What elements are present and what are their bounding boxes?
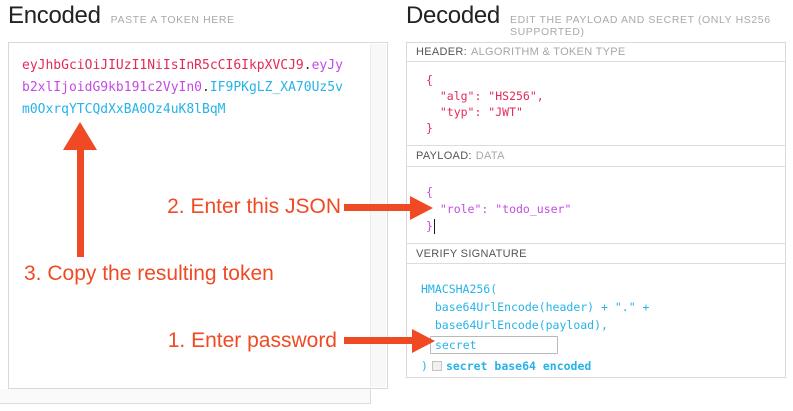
annotation-step3-arrow-head-icon	[63, 122, 97, 150]
verify-label-strong: VERIFY SIGNATURE	[416, 247, 527, 260]
annotation-step3-text: 3. Copy the resulting token	[24, 262, 274, 285]
payload-section-label: PAYLOAD: DATA	[407, 146, 785, 167]
annotation-step1-arrow-head-icon	[412, 329, 435, 353]
header-label-strong: HEADER:	[416, 46, 467, 58]
encoded-token-editor[interactable]: eyJhbGciOiJIUzI1NiIsInR5cCI6IkpXVCJ9.eyJ…	[8, 42, 388, 389]
horizontal-scrollbar-track[interactable]	[0, 389, 371, 404]
signature-close-row: ) secret base64 encoded	[407, 359, 785, 373]
header-label-light: ALGORITHM & TOKEN TYPE	[471, 46, 626, 58]
secret-input[interactable]	[430, 336, 558, 354]
annotation-step2-text: 2. Enter this JSON	[167, 195, 341, 218]
jwt-header-part: eyJhbGciOiJIUzI1NiIsInR5cCI6IkpXVCJ9	[22, 58, 304, 73]
verify-section-label: VERIFY SIGNATURE	[407, 244, 785, 264]
annotation-step2-arrow-shaft	[344, 204, 411, 211]
signature-area: HMACSHA256( base64UrlEncode(header) + ".…	[407, 264, 785, 377]
payload-json-editor[interactable]: { "role": "todo_user" }	[407, 167, 785, 244]
jwt-signature-part: IF9PKgLZ_XA70Uz5vm0OxrqYTCQdXxBA0Oz4uK8l…	[22, 80, 343, 117]
annotation-step1-text: 1. Enter password	[167, 329, 337, 352]
jwt-separator-dot: .	[202, 80, 210, 95]
text-cursor	[434, 219, 435, 234]
payload-label-strong: PAYLOAD:	[416, 150, 472, 162]
token-box-scrollbar[interactable]	[370, 44, 386, 387]
jwt-separator-dot: .	[303, 58, 312, 73]
jwt-token-text[interactable]: eyJhbGciOiJIUzI1NiIsInR5cCI6IkpXVCJ9.eyJ…	[22, 55, 343, 121]
decoded-title-row: Decoded EDIT THE PAYLOAD AND SECRET (ONL…	[406, 2, 793, 38]
encoded-title-row: Encoded PASTE A TOKEN HERE	[8, 2, 235, 30]
jwt-payload-part: eyJyb2xlIjoidG9kb191c2VyIn0	[22, 58, 343, 95]
header-json: { "alg": "HS256", "typ": "JWT" }	[426, 73, 544, 135]
base64-checkbox-label[interactable]: secret base64 encoded	[445, 359, 592, 373]
signature-close-paren: )	[421, 359, 428, 373]
annotation-step3-arrow-shaft	[77, 149, 84, 257]
annotation-step2-arrow-head-icon	[410, 196, 433, 220]
payload-json: { "role": "todo_user" }	[426, 185, 572, 233]
encoded-title: Encoded	[8, 2, 101, 29]
decoded-subtitle: EDIT THE PAYLOAD AND SECRET (ONLY HS256 …	[509, 14, 771, 38]
decoded-title: Decoded	[406, 2, 500, 29]
header-section-label: HEADER: ALGORITHM & TOKEN TYPE	[407, 43, 785, 62]
base64-checkbox[interactable]	[431, 361, 442, 371]
payload-label-light: DATA	[475, 150, 505, 162]
encoded-subtitle: PASTE A TOKEN HERE	[110, 14, 235, 26]
header-json-area[interactable]: { "alg": "HS256", "typ": "JWT" }	[407, 62, 785, 146]
annotation-step1-arrow-shaft	[344, 337, 413, 344]
decoded-panel: HEADER: ALGORITHM & TOKEN TYPE { "alg": …	[406, 42, 786, 378]
signature-code: HMACSHA256( base64UrlEncode(header) + ".…	[421, 282, 650, 332]
